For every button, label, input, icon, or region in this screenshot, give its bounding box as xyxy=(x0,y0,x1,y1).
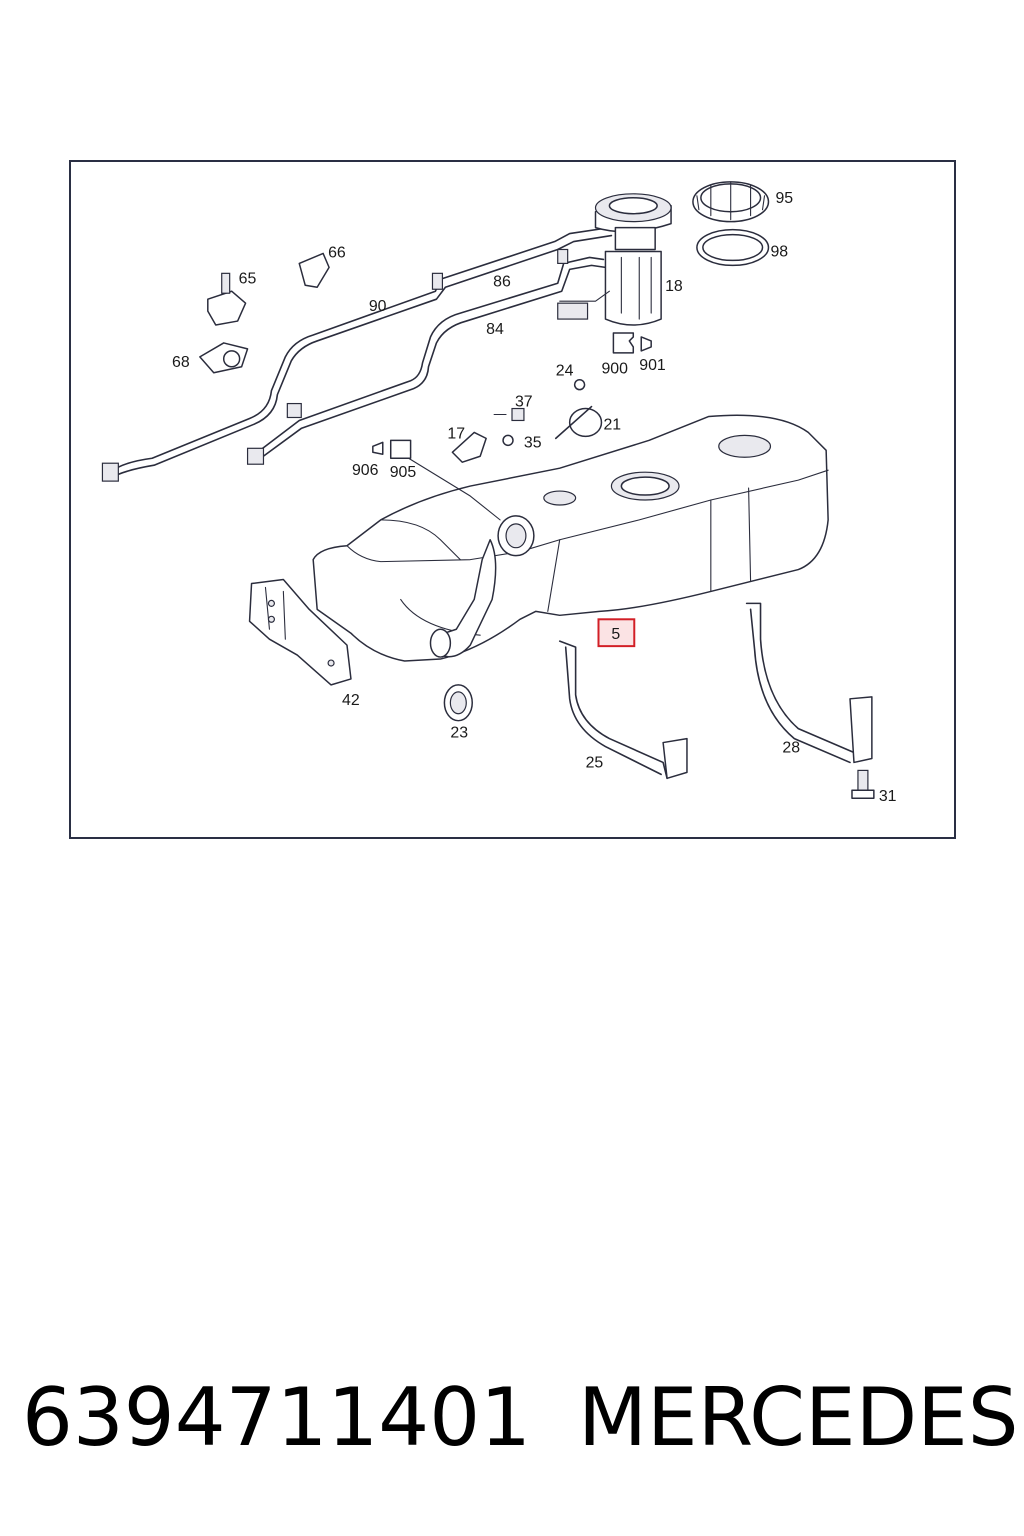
clip-65 xyxy=(207,272,247,326)
callout-901: 901 xyxy=(639,357,666,374)
callout-18: 18 xyxy=(665,278,683,295)
part-number: 6394711401 xyxy=(22,1371,531,1464)
filler-neck xyxy=(429,515,535,658)
callout-65: 65 xyxy=(239,270,257,287)
callout-90: 90 xyxy=(369,298,387,315)
connector-905 xyxy=(389,439,412,459)
callout-24: 24 xyxy=(556,363,574,380)
callout-900: 900 xyxy=(601,361,628,378)
callout-17: 17 xyxy=(447,425,465,442)
fuel-tank-5 xyxy=(312,414,829,662)
callout-28: 28 xyxy=(782,740,800,757)
sender-21 xyxy=(554,405,603,440)
callout-31: 31 xyxy=(879,788,897,805)
heat-shield-42 xyxy=(248,578,352,686)
callout-37: 37 xyxy=(515,394,533,411)
callout-25: 25 xyxy=(586,754,604,771)
strap-28 xyxy=(745,602,873,764)
harness-wire xyxy=(408,457,501,521)
fuel-line-90 xyxy=(101,226,613,482)
callout-66: 66 xyxy=(328,244,346,261)
washer-35 xyxy=(502,434,514,447)
callout-35: 35 xyxy=(524,434,542,451)
plug-906 xyxy=(372,441,384,456)
callout-95: 95 xyxy=(775,190,793,207)
seal-ring-98 xyxy=(696,228,770,267)
callout-42: 42 xyxy=(342,692,360,709)
bolt-31 xyxy=(851,769,875,799)
strap-25 xyxy=(558,640,688,780)
callout-84: 84 xyxy=(486,321,504,338)
callout-906: 906 xyxy=(352,462,379,479)
parts-diagram-frame: 95 98 18 66 65 68 90 86 84 900 901 24 21… xyxy=(69,160,956,839)
callout-23: 23 xyxy=(450,725,468,742)
part-caption: 6394711401 MERCEDES xyxy=(22,1368,1019,1468)
grommet-23 xyxy=(443,684,473,722)
callout-905: 905 xyxy=(390,464,417,481)
bolt-37 xyxy=(493,407,525,422)
callout-68: 68 xyxy=(172,354,190,371)
clip-66 xyxy=(298,252,330,289)
clip-68 xyxy=(199,342,249,374)
fuel-line-84 xyxy=(246,248,607,465)
brand-name: MERCEDES xyxy=(578,1371,1019,1464)
callout-98: 98 xyxy=(770,243,788,260)
fuel-tank-exploded-diagram: 95 98 18 66 65 68 90 86 84 900 901 24 21… xyxy=(101,181,897,805)
callout-5: 5 xyxy=(611,626,620,643)
lock-ring-95 xyxy=(692,181,770,223)
callout-86: 86 xyxy=(493,273,511,290)
washer-24 xyxy=(573,378,586,391)
callout-21: 21 xyxy=(603,416,621,433)
callout-5-highlight[interactable]: 5 xyxy=(597,618,636,648)
connector-900 xyxy=(612,332,652,354)
bracket-17 xyxy=(451,431,487,463)
fuel-pump-module-18 xyxy=(557,193,672,326)
